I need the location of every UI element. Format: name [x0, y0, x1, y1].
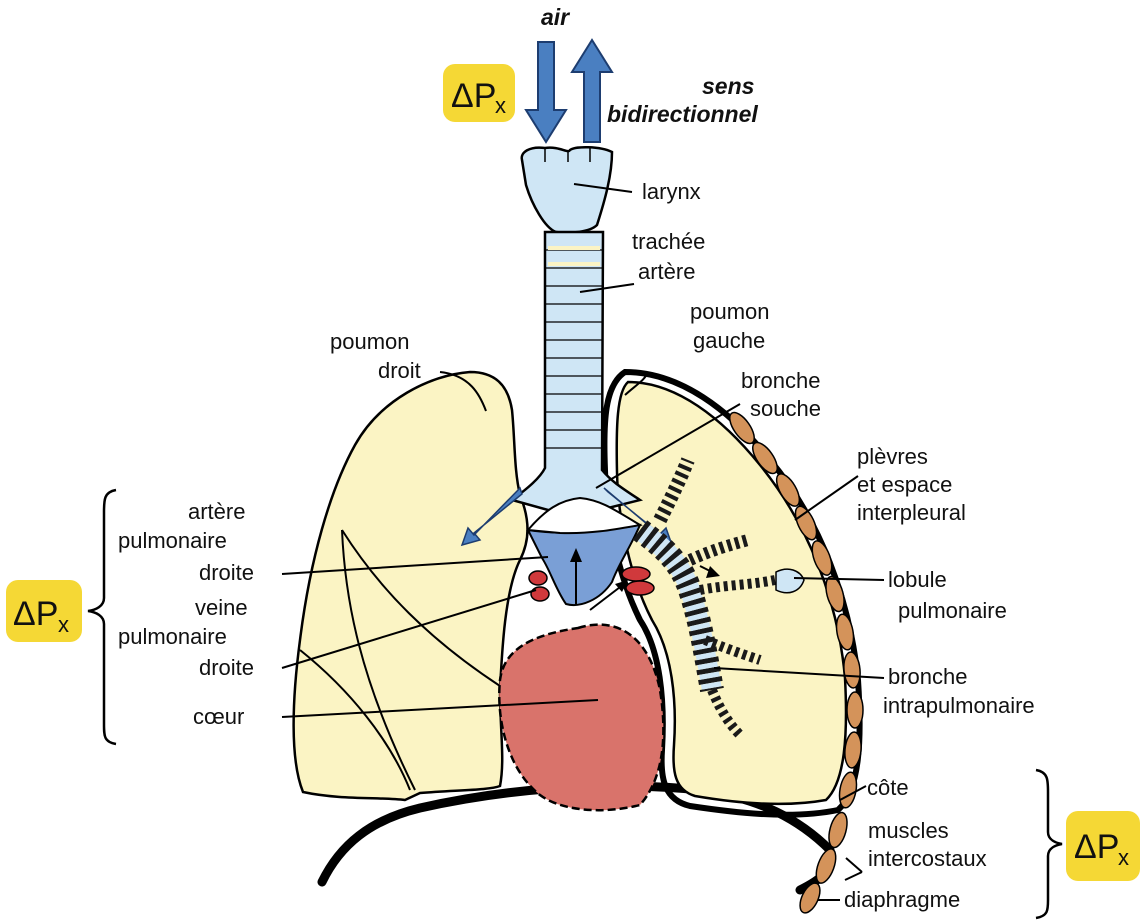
label-pulmonary-vein-2: pulmonaire — [118, 624, 227, 649]
label-intercostal-1: muscles — [868, 818, 949, 843]
direction-label-2: bidirectionnel — [607, 101, 758, 127]
label-pulmonary-artery-2: pulmonaire — [118, 528, 227, 553]
label-left-lung-2: gauche — [693, 328, 765, 353]
label-pleura-3: interpleural — [857, 500, 966, 525]
label-pulmonary-artery-1: artère — [188, 499, 245, 524]
label-right-lung-1: poumon — [330, 329, 410, 354]
label-lobule-1: lobule — [888, 567, 947, 592]
delta-p-subscript: x — [58, 612, 69, 637]
heart — [499, 625, 663, 811]
delta-p-subscript: x — [1118, 845, 1129, 870]
direction-label-1: sens — [702, 73, 754, 99]
label-left-lung-1: poumon — [690, 299, 770, 324]
delta-p-badge-top: ΔP x — [443, 64, 515, 122]
label-trachea-1: trachée — [632, 229, 705, 254]
label-intrapulmonary-bronchus-2: intrapulmonaire — [883, 693, 1035, 718]
label-trachea-2: artère — [638, 259, 695, 284]
delta-p-badge-left: ΔP x — [6, 580, 82, 642]
larynx — [522, 147, 612, 233]
delta-p-badge-right: ΔP x — [1066, 811, 1140, 881]
label-larynx: larynx — [642, 179, 701, 204]
air-label: air — [541, 4, 570, 30]
delta-p-symbol: ΔP — [13, 595, 58, 633]
label-rib: côte — [867, 775, 909, 800]
label-pleura-1: plèvres — [857, 444, 928, 469]
label-lobule-2: pulmonaire — [898, 598, 1007, 623]
label-right-lung-2: droit — [378, 358, 421, 383]
right-brace — [1036, 770, 1062, 918]
exhale-arrow — [572, 40, 612, 142]
label-pulmonary-vein-3: droite — [199, 655, 254, 680]
label-pleura-2: et espace — [857, 472, 952, 497]
label-intrapulmonary-bronchus-1: bronche — [888, 664, 968, 689]
label-main-bronchus-2: souche — [750, 396, 821, 421]
label-pulmonary-artery-3: droite — [199, 560, 254, 585]
label-pulmonary-vein-1: veine — [195, 595, 248, 620]
label-diaphragm: diaphragme — [844, 887, 960, 912]
label-main-bronchus-1: bronche — [741, 368, 821, 393]
inhale-arrow — [526, 42, 566, 142]
left-brace — [88, 490, 116, 744]
delta-p-symbol: ΔP — [451, 77, 496, 115]
label-heart: cœur — [193, 704, 244, 729]
label-intercostal-2: intercostaux — [868, 846, 987, 871]
right-lung — [294, 372, 528, 800]
delta-p-symbol: ΔP — [1074, 828, 1119, 866]
delta-p-subscript: x — [495, 93, 506, 118]
